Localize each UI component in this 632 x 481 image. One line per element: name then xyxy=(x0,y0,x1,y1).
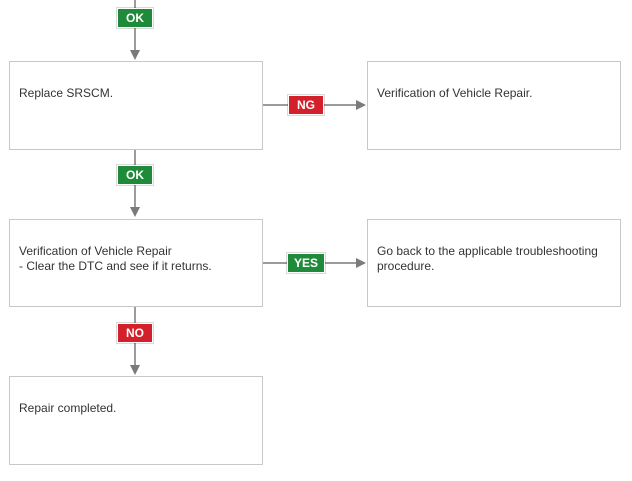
badge-top-ok: OK xyxy=(116,7,154,29)
box-go-back-text: Go back to the applicable troubleshootin… xyxy=(377,244,598,273)
box-go-back: Go back to the applicable troubleshootin… xyxy=(367,219,621,307)
box-verification-clear-dtc-text: Verification of Vehicle Repair - Clear t… xyxy=(19,244,212,273)
badge-ng: NG xyxy=(287,94,325,116)
box-repair-completed: Repair completed. xyxy=(9,376,263,465)
box-repair-completed-text: Repair completed. xyxy=(19,401,117,415)
badge-no: NO xyxy=(116,322,154,344)
box-replace-srscm-text: Replace SRSCM. xyxy=(19,86,114,100)
box-replace-srscm: Replace SRSCM. xyxy=(9,61,263,150)
box-verification-right: Verification of Vehicle Repair. xyxy=(367,61,621,150)
box-verification-right-text: Verification of Vehicle Repair. xyxy=(377,86,533,100)
box-verification-clear-dtc: Verification of Vehicle Repair - Clear t… xyxy=(9,219,263,307)
badge-mid-ok: OK xyxy=(116,164,154,186)
badge-yes: YES xyxy=(286,252,326,274)
